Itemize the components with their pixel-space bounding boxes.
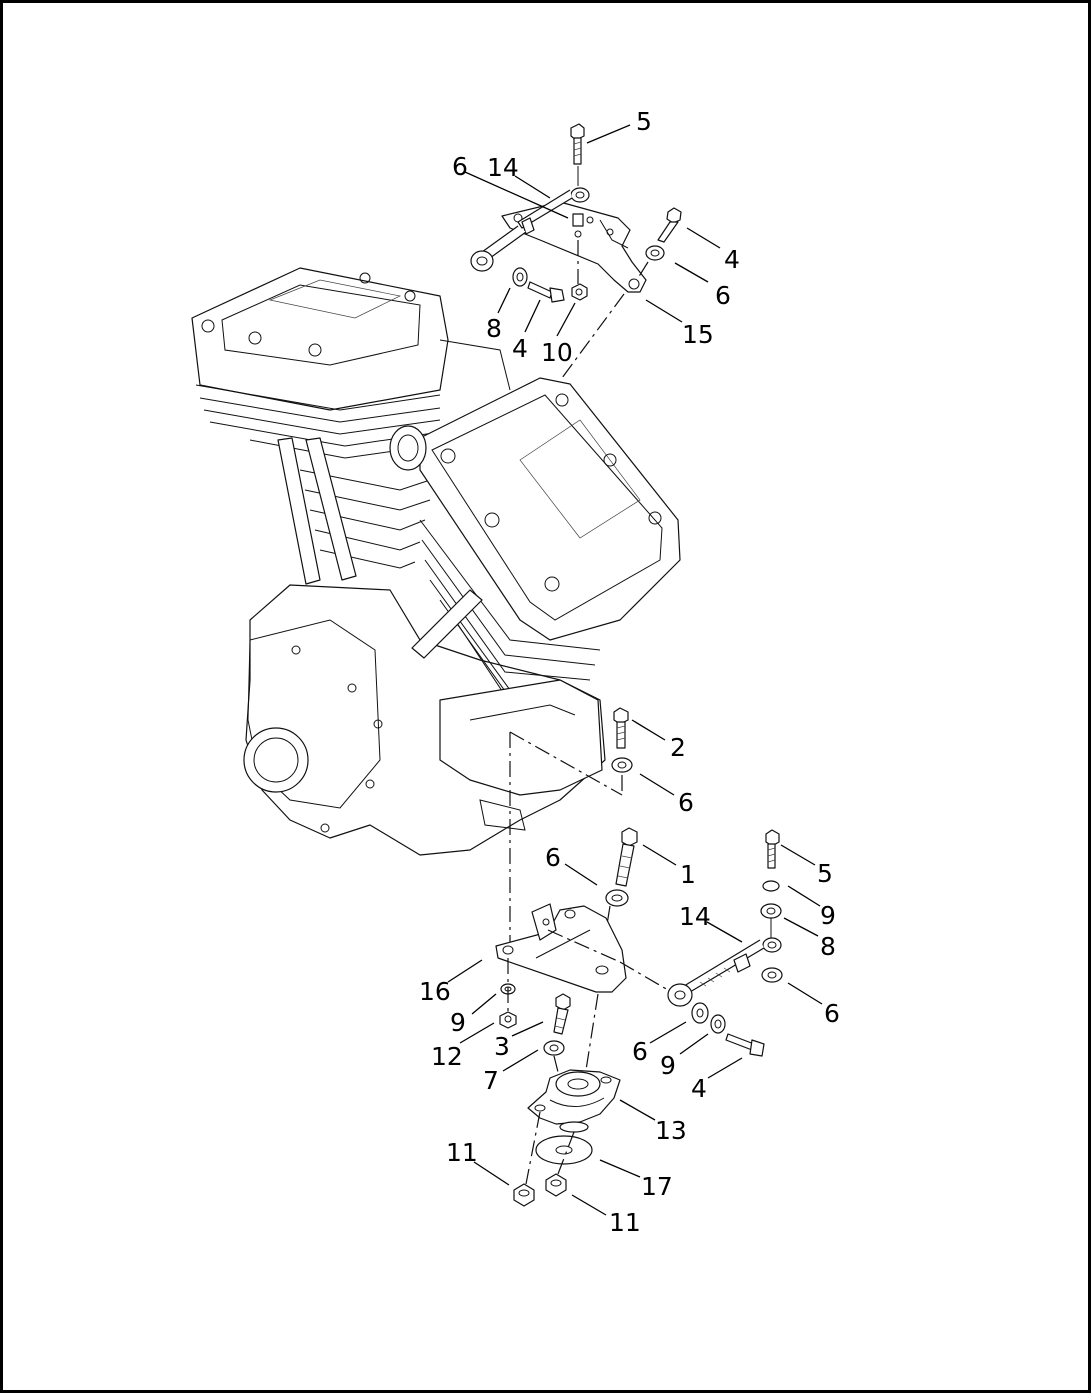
rubber-mount-13 (527, 1069, 621, 1133)
callout-14-right: 14 (679, 902, 711, 931)
leader-lines (447, 124, 823, 1216)
bolt-4-top-mid (527, 281, 565, 303)
callout-16: 16 (419, 977, 451, 1006)
callout-6-top: 6 (452, 152, 468, 181)
nut-11-left (513, 1183, 535, 1207)
nut-12 (499, 1011, 517, 1029)
stabilizer-link-14-top (470, 187, 590, 272)
bracket-16 (495, 903, 627, 993)
callout-1: 1 (680, 860, 696, 889)
bolt-4-top-right (657, 207, 682, 243)
callout-13: 13 (655, 1116, 687, 1145)
nut-11-right (545, 1173, 567, 1197)
callout-5-right: 5 (817, 859, 833, 888)
callout-9-lower: 9 (660, 1051, 676, 1080)
callout-4-top-mid: 4 (512, 334, 528, 363)
stabilizer-link-14-lower (547, 829, 783, 1057)
callout-5-top: 5 (636, 107, 652, 136)
mid-bolt-assembly (509, 707, 633, 945)
bolt-3 (553, 993, 571, 1035)
callout-2: 2 (670, 733, 686, 762)
washer-8-top (512, 267, 528, 287)
washer-17 (535, 1135, 593, 1165)
nut-10 (571, 283, 588, 301)
callout-6-lower: 6 (632, 1037, 648, 1066)
callout-12: 12 (431, 1042, 463, 1071)
bracket-15 (501, 201, 647, 293)
callout-6-left: 6 (545, 843, 561, 872)
bolt-1 (615, 827, 638, 887)
callout-7: 7 (483, 1066, 499, 1095)
callout-6-lower-right: 6 (824, 999, 840, 1028)
callout-15: 15 (682, 320, 714, 349)
callout-10: 10 (541, 338, 573, 367)
callout-6-mid: 6 (678, 788, 694, 817)
callout-11-left: 11 (446, 1138, 478, 1167)
callout-labels: 5 6 14 4 6 8 4 10 15 2 6 6 1 5 9 14 8 16… (419, 107, 840, 1237)
callout-11-right: 11 (609, 1208, 641, 1237)
callout-17: 17 (641, 1172, 673, 1201)
bolt-5-top (570, 123, 585, 165)
callout-8-top: 8 (486, 314, 502, 343)
callout-9-left: 9 (450, 1008, 466, 1037)
callout-4-top: 4 (724, 245, 740, 274)
top-stabilizer-assembly (470, 123, 682, 379)
lockwasher-7 (543, 1040, 565, 1056)
washer-6-top-right (645, 245, 665, 261)
lower-mount-assembly (495, 827, 783, 1207)
callout-8-right: 8 (820, 932, 836, 961)
exploded-parts-diagram: 5 6 14 4 6 8 4 10 15 2 6 6 1 5 9 14 8 16… (191, 107, 840, 1237)
callout-4-lower: 4 (691, 1074, 707, 1103)
callout-6-top-right: 6 (715, 281, 731, 310)
callout-14-top: 14 (487, 153, 519, 182)
callout-9-right: 9 (820, 901, 836, 930)
callout-3: 3 (494, 1032, 510, 1061)
engine-illustration (191, 267, 681, 856)
